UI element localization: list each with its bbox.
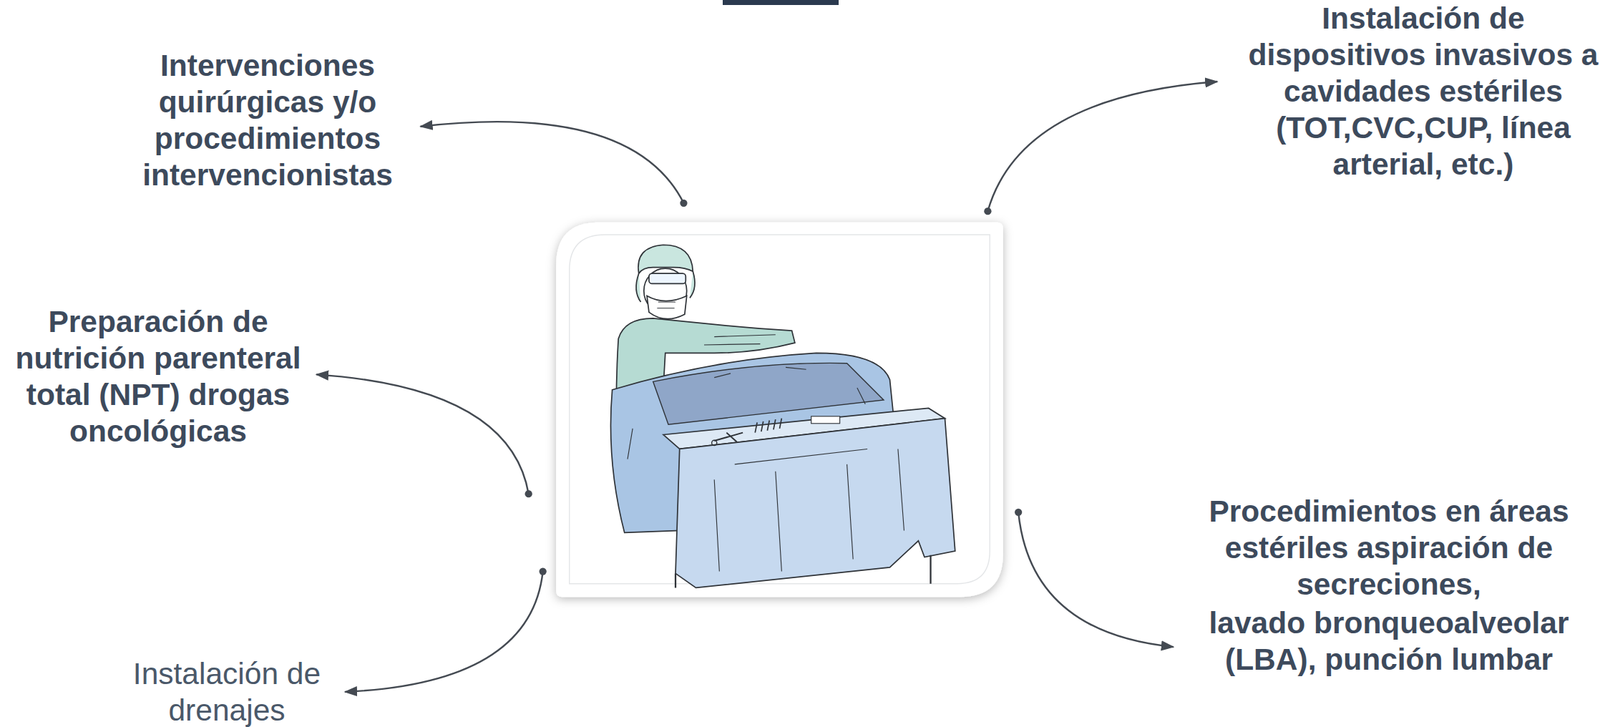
illustration-group: [316, 81, 1218, 692]
callout-text: lavado bronqueoalveolar (LBA), punción l…: [1202, 604, 1575, 678]
table-cover-folds: [714, 448, 904, 572]
leader-arrow: [420, 121, 685, 204]
gauze: [811, 416, 841, 424]
callout-text: Instalación de dispositivos invasivos a …: [1240, 0, 1600, 183]
surgeon-cap: [638, 244, 693, 274]
leader-dot: [983, 207, 992, 215]
surgeon-mask: [646, 296, 687, 320]
gown-folds: [704, 334, 776, 345]
mask-pleats: [656, 301, 676, 309]
leader-dot: [679, 199, 687, 207]
callout-text: Instalación de drenajes: [119, 655, 335, 727]
table-cover: [675, 418, 956, 589]
leader-dot: [1014, 508, 1022, 516]
leader-arrow: [344, 571, 544, 692]
leader-arrow: [316, 374, 529, 494]
scissors: [714, 432, 743, 443]
leader-dots: [525, 199, 1023, 576]
callout-text: Intervenciones quirúrgicas y/o procedimi…: [135, 47, 400, 194]
callout-text: Preparación de nutrición parenteral tota…: [11, 303, 305, 450]
title-bar: [722, 0, 839, 6]
leader-arrows: [316, 81, 1218, 692]
table-legs: [675, 555, 931, 589]
leader-dot: [539, 567, 547, 575]
image-frame: [555, 222, 1004, 597]
drape-fold: [653, 362, 884, 425]
leader-arrow: [987, 81, 1218, 212]
callout-text: Procedimientos en áreas estériles aspira…: [1202, 493, 1575, 603]
leader-dot: [525, 490, 533, 498]
scissors-ring: [711, 440, 717, 446]
surgeon-goggles: [649, 273, 686, 284]
leader-arrow: [1018, 512, 1174, 647]
clamps: [754, 418, 782, 433]
